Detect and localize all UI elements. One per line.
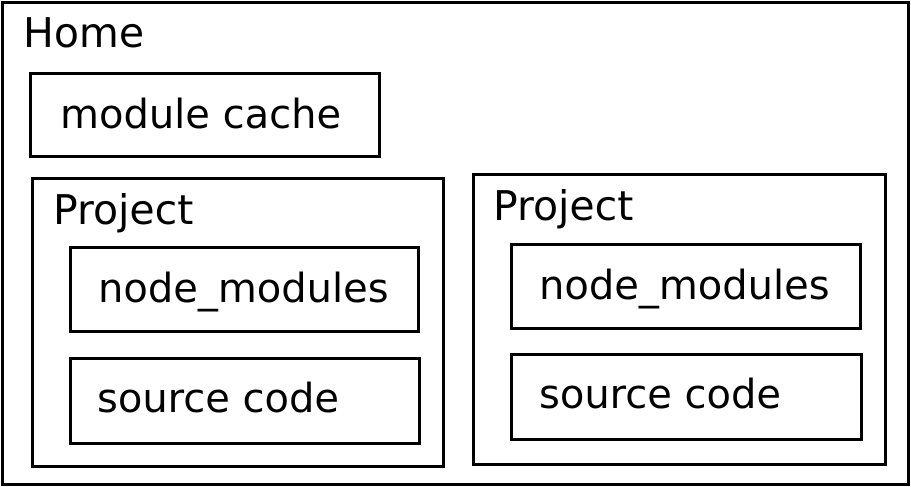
home-title: Home	[23, 9, 145, 57]
project-title-2: Project	[493, 182, 634, 230]
node-modules-label-2: node_modules	[539, 263, 830, 309]
node-modules-label-1: node_modules	[98, 266, 389, 312]
source-code-label-2: source code	[539, 372, 782, 418]
source-code-label-1: source code	[97, 376, 340, 422]
project-box-2: Project node_modules source code	[472, 173, 887, 466]
module-cache-box: module cache	[29, 72, 381, 158]
source-code-box-1: source code	[69, 357, 421, 445]
project-title-1: Project	[53, 186, 194, 234]
project-box-1: Project node_modules source code	[31, 177, 445, 468]
node-modules-box-1: node_modules	[69, 246, 420, 333]
source-code-box-2: source code	[510, 353, 863, 441]
module-cache-label: module cache	[60, 92, 342, 138]
node-modules-box-2: node_modules	[510, 243, 862, 330]
